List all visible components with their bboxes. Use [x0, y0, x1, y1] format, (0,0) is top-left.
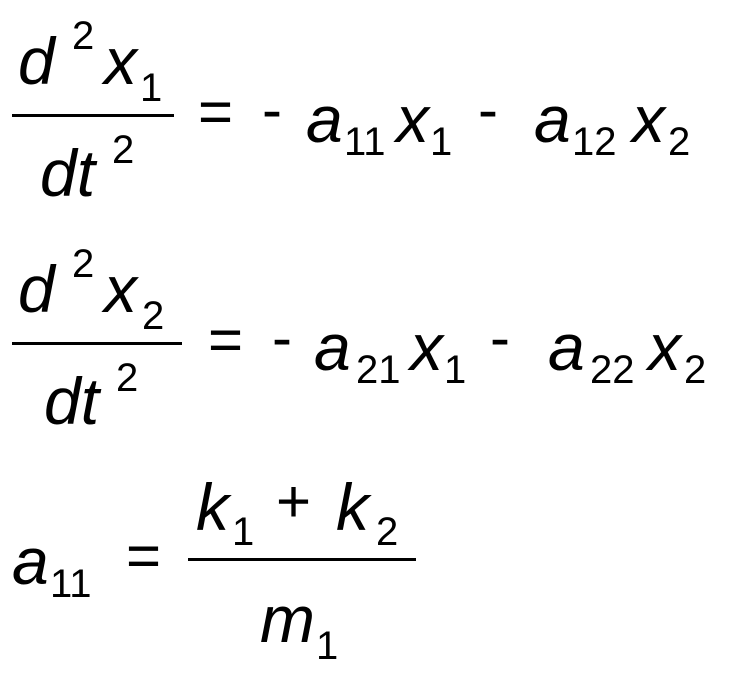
eq2-term2-var-sub: 2 — [684, 348, 707, 392]
eq1-equals: = — [198, 78, 234, 145]
eq1-den-dt: dt — [40, 136, 96, 210]
def-num-k2: k — [336, 470, 369, 544]
eq1-term1-var-sub: 1 — [430, 120, 453, 164]
eq1-term1-coef: a — [306, 82, 343, 156]
def-lhs: a — [12, 524, 49, 598]
eq2-term1-var: x — [410, 310, 443, 384]
eq2-minus-2: - — [490, 304, 510, 371]
def-den-m: m — [260, 582, 315, 656]
eq1-num-d: d — [18, 24, 55, 98]
eq2-den-dt: dt — [44, 364, 100, 438]
def-num-k1-sub: 1 — [232, 510, 255, 554]
def-equals: = — [126, 522, 162, 589]
eq2-den-pow: 2 — [116, 356, 139, 400]
def-num-plus: + — [276, 468, 312, 535]
eq2-num-sub: 2 — [142, 294, 165, 338]
eq2-term2-var: x — [648, 310, 681, 384]
eq1-minus-2: - — [478, 76, 498, 143]
eq1-term2-var: x — [632, 82, 665, 156]
eq1-term2-coef-sub: 12 — [572, 120, 617, 164]
eq2-equals: = — [208, 306, 244, 373]
eq2-term1-coef-sub: 21 — [356, 348, 401, 392]
eq2-fraction-bar — [12, 342, 182, 345]
eq1-den-pow: 2 — [112, 128, 135, 172]
def-lhs-sub: 11 — [50, 562, 92, 606]
eq2-term2-coef: a — [548, 310, 585, 384]
eq2-minus-1: - — [272, 304, 292, 371]
eq1-num-pow: 2 — [72, 14, 95, 58]
eq1-num-var: x — [104, 24, 137, 98]
eq2-term1-var-sub: 1 — [444, 348, 467, 392]
eq1-minus-1: - — [262, 76, 282, 143]
eq1-fraction-bar — [12, 114, 174, 117]
eq1-term2-var-sub: 2 — [668, 120, 691, 164]
eq1-num-sub: 1 — [140, 66, 163, 110]
eq1-term1-var: x — [396, 82, 429, 156]
eq1-term2-coef: a — [534, 82, 571, 156]
eq2-num-pow: 2 — [72, 242, 95, 286]
eq2-num-var: x — [104, 252, 137, 326]
def-num-k1: k — [196, 470, 229, 544]
eq2-term2-coef-sub: 22 — [590, 348, 635, 392]
eq2-num-d: d — [18, 252, 55, 326]
def-den-m-sub: 1 — [316, 624, 339, 668]
eq1-term1-coef-sub: 11 — [344, 120, 386, 164]
def-fraction-bar — [188, 558, 416, 561]
eq2-term1-coef: a — [314, 310, 351, 384]
def-num-k2-sub: 2 — [376, 510, 399, 554]
